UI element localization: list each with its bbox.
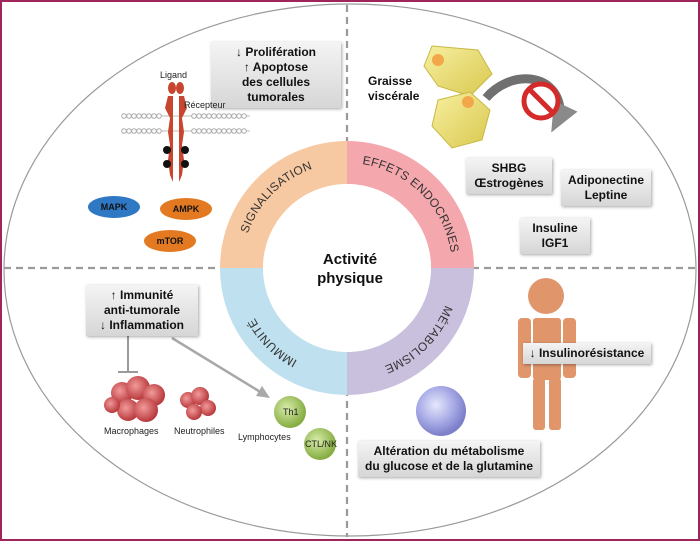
ctl-nk-label: CTL/NK <box>305 439 338 449</box>
insuline-line2: IGF1 <box>541 236 569 250</box>
membrane-head <box>216 128 222 134</box>
ring-segment-signalisation <box>220 141 347 268</box>
membrane-head <box>201 113 207 119</box>
lymphocyte-cells <box>274 396 336 460</box>
insulinoresistance-text: ↓ Insulinorésistance <box>529 346 645 360</box>
membrane-head <box>231 128 237 134</box>
macrophage-cells <box>104 376 165 422</box>
metabolisme-box-line2: du glucose et de la glutamine <box>364 459 534 473</box>
graisse-viscerale-label: Graisse viscérale <box>368 74 419 104</box>
membrane-head <box>131 128 137 134</box>
prohibit-icon <box>521 81 561 121</box>
membrane-head <box>216 113 222 119</box>
membrane-head <box>146 113 152 119</box>
mapk-protein: MAPK <box>88 196 140 218</box>
membrane-head <box>121 113 127 119</box>
inhibit-line <box>118 336 138 373</box>
membrane-head <box>156 128 162 134</box>
membrane-head <box>211 113 217 119</box>
membrane-head <box>191 128 197 134</box>
activation-arrow <box>171 336 270 398</box>
immunite-box-line2: anti-tumorale <box>103 303 180 317</box>
center-title-line2: physique <box>317 270 383 287</box>
insuline-line1: Insuline <box>532 221 578 235</box>
th1-label: Th1 <box>283 407 299 417</box>
glucose-sphere <box>416 386 466 436</box>
membrane-head <box>146 128 152 134</box>
shbg-box: SHBG Œstrogènes <box>466 158 552 194</box>
membrane-head <box>196 113 202 119</box>
insulinoresistance-box: ↓ Insulinorésistance <box>523 343 651 364</box>
ring-segment-immunite <box>220 268 347 395</box>
membrane-head <box>191 113 197 119</box>
membrane-head <box>136 113 142 119</box>
adiponectine-box: Adiponectine Leptine <box>561 170 651 206</box>
ring-segment-endocrine <box>347 141 474 268</box>
membrane-head <box>121 128 127 134</box>
adiponectine-line2: Leptine <box>584 188 628 202</box>
membrane-head <box>206 113 212 119</box>
signalisation-box-line3: des cellules tumorales <box>241 75 311 104</box>
membrane-head <box>241 113 247 119</box>
membrane-head <box>151 113 157 119</box>
visceral-fat <box>423 45 493 149</box>
membrane-head <box>136 128 142 134</box>
center-title-line1: Activité <box>322 251 378 268</box>
macrophages-label: Macrophages <box>104 426 159 436</box>
graisse-label-line2: viscérale <box>368 89 420 103</box>
graisse-label-line1: Graisse <box>368 74 413 88</box>
metabolisme-effect-box: Altération du métabolisme du glucose et … <box>358 441 540 477</box>
ring-segment-metabolisme <box>347 268 474 395</box>
membrane <box>121 113 250 134</box>
membrane-head <box>156 113 162 119</box>
immunite-box-line1: ↑ Immunité <box>110 288 174 302</box>
membrane-head <box>211 128 217 134</box>
metabolisme-box-line1: Altération du métabolisme <box>373 444 525 458</box>
recepteur-label: Récepteur <box>184 100 226 110</box>
ligand-label: Ligand <box>160 70 188 80</box>
mtor-protein: mTOR <box>144 230 196 252</box>
adiponectine-line1: Adiponectine <box>567 173 644 187</box>
immunite-effect-box: ↑ Immunité anti-tumorale ↓ Inflammation <box>86 285 198 336</box>
membrane-head <box>236 128 242 134</box>
membrane-head <box>236 113 242 119</box>
center-title: Activité physique <box>295 250 405 288</box>
membrane-head <box>131 113 137 119</box>
membrane-head <box>221 128 227 134</box>
neutrophile-cells <box>180 387 216 420</box>
membrane-head <box>141 113 147 119</box>
membrane-head <box>226 128 232 134</box>
membrane-head <box>126 113 132 119</box>
membrane-head <box>201 128 207 134</box>
membrane-head <box>241 128 247 134</box>
ampk-protein: AMPK <box>160 198 212 220</box>
membrane-head <box>231 113 237 119</box>
insuline-box: Insuline IGF1 <box>520 218 590 254</box>
immunite-box-line3: ↓ Inflammation <box>99 318 184 332</box>
membrane-head <box>226 113 232 119</box>
ring-inner-circle <box>263 184 431 352</box>
neutrophiles-label: Neutrophiles <box>174 426 225 436</box>
receptor <box>163 82 189 182</box>
signalisation-box-line1: ↓ Prolifération <box>235 45 316 59</box>
membrane-head <box>221 113 227 119</box>
membrane-head <box>126 128 132 134</box>
membrane-head <box>141 128 147 134</box>
shbg-line1: SHBG <box>491 161 527 175</box>
membrane-head <box>196 128 202 134</box>
shbg-line2: Œstrogènes <box>474 176 544 190</box>
membrane-head <box>206 128 212 134</box>
lymphocytes-label: Lymphocytes <box>238 432 291 442</box>
membrane-head <box>151 128 157 134</box>
signalisation-effect-box: ↓ Prolifération ↑ Apoptose des cellules … <box>211 42 341 108</box>
signalisation-box-line2: ↑ Apoptose <box>243 60 309 74</box>
